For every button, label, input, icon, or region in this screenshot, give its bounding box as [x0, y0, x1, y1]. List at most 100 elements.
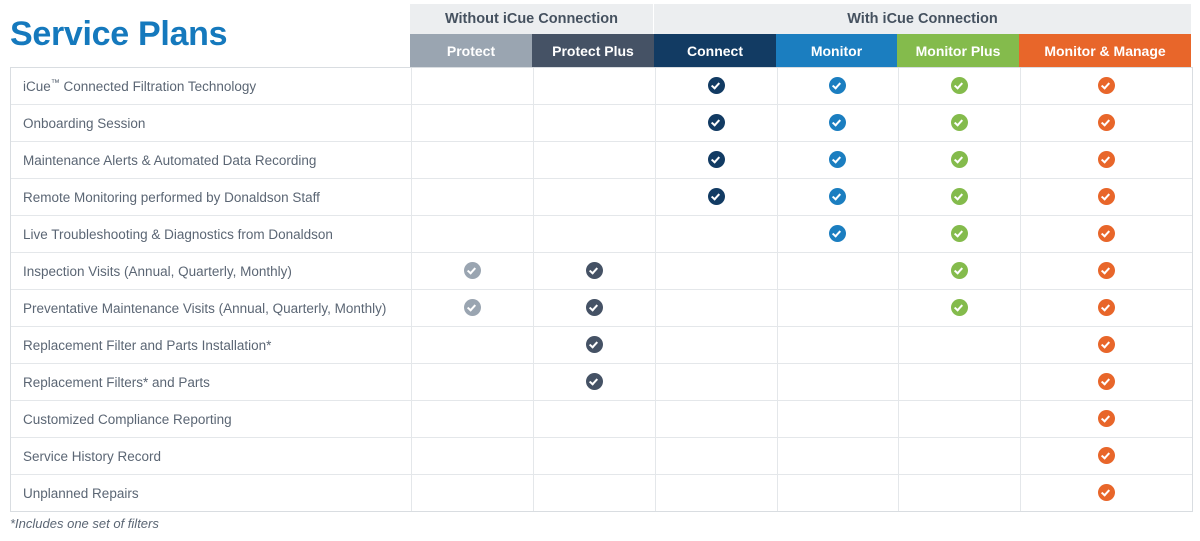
check-icon — [950, 225, 968, 243]
feature-label: Replacement Filter and Parts Installatio… — [11, 326, 412, 364]
check-icon — [1097, 188, 1115, 206]
cell-monitor_plus — [898, 474, 1021, 511]
cell-connect — [655, 178, 778, 216]
cell-monitor_plus — [898, 437, 1021, 475]
cell-connect — [655, 289, 778, 327]
cell-protect_plus — [533, 104, 656, 142]
check-icon — [1097, 484, 1115, 502]
footnote: *Includes one set of filters — [10, 516, 159, 531]
column-header-monitor-label: Monitor — [810, 42, 863, 59]
cell-monitor_manage — [1020, 68, 1192, 105]
cell-protect — [411, 474, 534, 511]
table-row: Maintenance Alerts & Automated Data Reco… — [11, 141, 1192, 179]
cell-monitor — [777, 437, 899, 475]
cell-monitor — [777, 178, 899, 216]
cell-connect — [655, 141, 778, 179]
column-header-monitor-manage: Monitor & Manage — [1019, 34, 1191, 67]
cell-protect — [411, 141, 534, 179]
column-header-connect-label: Connect — [687, 42, 743, 59]
check-icon — [1097, 151, 1115, 169]
check-icon — [1097, 262, 1115, 280]
feature-label: Onboarding Session — [11, 104, 412, 142]
table-row: Customized Compliance Reporting — [11, 400, 1192, 438]
cell-protect — [411, 363, 534, 401]
cell-monitor_plus — [898, 104, 1021, 142]
page-title: Service Plans — [10, 14, 228, 53]
cell-connect — [655, 252, 778, 290]
title-zone: Service Plans — [0, 0, 410, 67]
cell-monitor_manage — [1020, 252, 1192, 290]
cell-protect_plus — [533, 141, 656, 179]
cell-monitor_manage — [1020, 326, 1192, 364]
cell-protect_plus — [533, 437, 656, 475]
column-header-monitor-plus: Monitor Plus — [897, 34, 1019, 67]
cell-monitor — [777, 104, 899, 142]
cell-protect_plus — [533, 289, 656, 327]
check-icon — [463, 262, 481, 280]
group-header-without-icue: Without iCue Connection — [410, 4, 654, 34]
cell-monitor_plus — [898, 326, 1021, 364]
check-icon — [585, 299, 603, 317]
cell-protect_plus — [533, 474, 656, 511]
feature-label: iCue™ Connected Filtration Technology — [11, 68, 412, 105]
cell-protect_plus — [533, 252, 656, 290]
check-icon — [707, 77, 725, 95]
trademark-symbol: ™ — [50, 77, 60, 87]
group-header-with-icue: With iCue Connection — [654, 4, 1191, 34]
cell-monitor_manage — [1020, 400, 1192, 438]
cell-protect_plus — [533, 178, 656, 216]
cell-protect — [411, 104, 534, 142]
cell-monitor_manage — [1020, 104, 1192, 142]
table-row: iCue™ Connected Filtration Technology — [11, 68, 1192, 105]
feature-label: Preventative Maintenance Visits (Annual,… — [11, 289, 412, 327]
check-icon — [950, 299, 968, 317]
cell-protect_plus — [533, 363, 656, 401]
cell-protect — [411, 68, 534, 105]
cell-protect_plus — [533, 400, 656, 438]
table-row: Remote Monitoring performed by Donaldson… — [11, 178, 1192, 216]
cell-monitor_plus — [898, 141, 1021, 179]
table-row: Unplanned Repairs — [11, 474, 1192, 511]
cell-protect_plus — [533, 68, 656, 105]
cell-connect — [655, 326, 778, 364]
feature-label: Service History Record — [11, 437, 412, 475]
check-icon — [1097, 447, 1115, 465]
cell-monitor_plus — [898, 178, 1021, 216]
check-icon — [950, 151, 968, 169]
table-row: Replacement Filters* and Parts — [11, 363, 1192, 401]
table-row: Replacement Filter and Parts Installatio… — [11, 326, 1192, 364]
check-icon — [950, 188, 968, 206]
cell-monitor_plus — [898, 252, 1021, 290]
cell-monitor — [777, 141, 899, 179]
check-icon — [585, 336, 603, 354]
cell-monitor_manage — [1020, 215, 1192, 253]
feature-label: Remote Monitoring performed by Donaldson… — [11, 178, 412, 216]
check-icon — [1097, 410, 1115, 428]
cell-monitor — [777, 252, 899, 290]
cell-protect — [411, 178, 534, 216]
column-header-monitor: Monitor — [776, 34, 897, 67]
group-header-without-icue-label: Without iCue Connection — [444, 11, 619, 27]
table-row: Preventative Maintenance Visits (Annual,… — [11, 289, 1192, 327]
cell-connect — [655, 474, 778, 511]
cell-monitor_plus — [898, 289, 1021, 327]
feature-label: Replacement Filters* and Parts — [11, 363, 412, 401]
column-header-protect: Protect — [410, 34, 532, 67]
cell-connect — [655, 68, 778, 105]
cell-connect — [655, 363, 778, 401]
feature-label: Live Troubleshooting & Diagnostics from … — [11, 215, 412, 253]
cell-monitor_plus — [898, 400, 1021, 438]
cell-monitor_manage — [1020, 363, 1192, 401]
column-header-connect: Connect — [654, 34, 776, 67]
check-icon — [585, 373, 603, 391]
column-header-protect-plus-label: Protect Plus — [552, 42, 634, 59]
column-header-monitor-plus-label: Monitor Plus — [915, 42, 1001, 59]
check-icon — [829, 77, 846, 95]
cell-protect — [411, 289, 534, 327]
check-icon — [950, 114, 968, 132]
cell-protect_plus — [533, 326, 656, 364]
cell-monitor_manage — [1020, 289, 1192, 327]
cell-monitor_plus — [898, 215, 1021, 253]
check-icon — [1097, 299, 1115, 317]
